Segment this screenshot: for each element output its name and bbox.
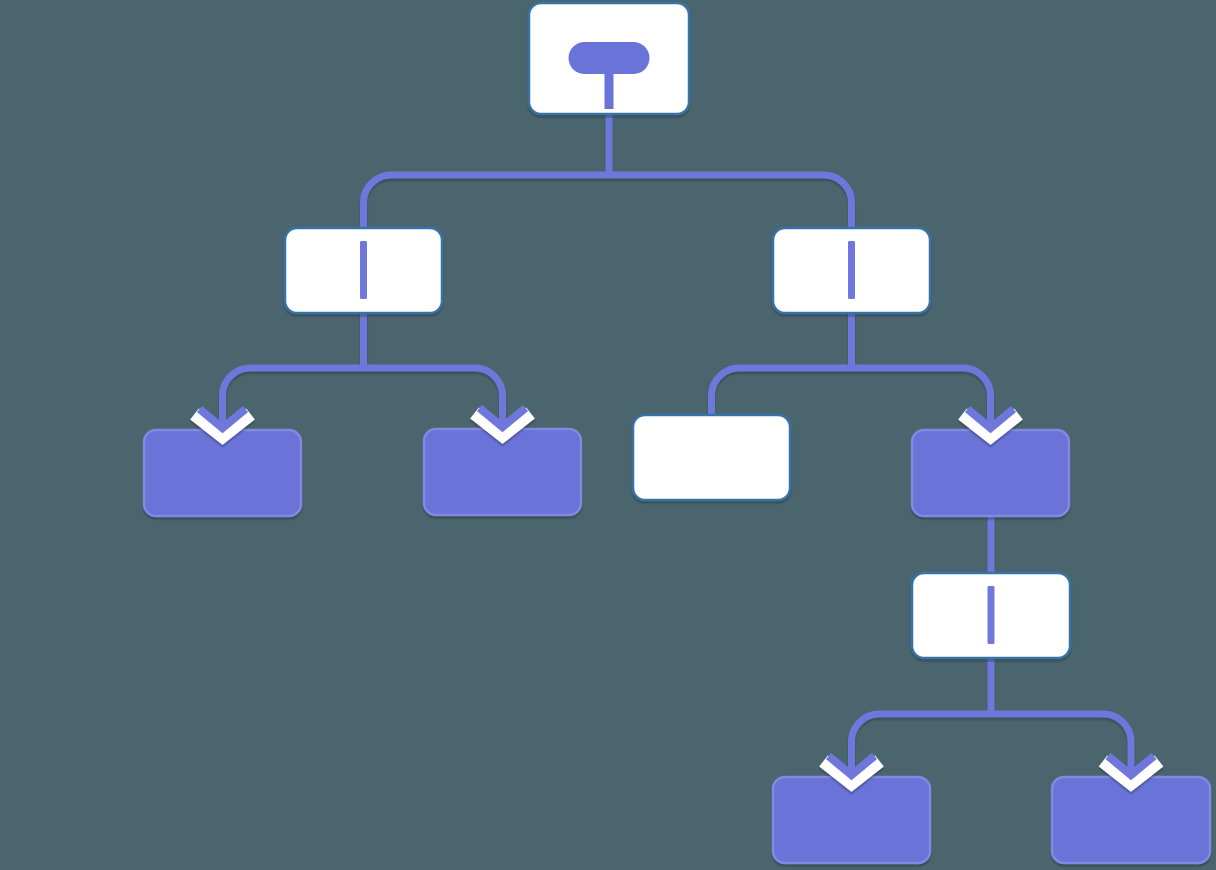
divider-line bbox=[360, 241, 367, 299]
connector-rail bbox=[219, 364, 506, 427]
card-plain-node[interactable] bbox=[631, 413, 792, 502]
chevron-down-arrow-icon bbox=[958, 405, 1023, 445]
label-pill bbox=[568, 42, 650, 74]
divider-line bbox=[848, 241, 855, 299]
pill-stem bbox=[604, 72, 614, 109]
chevron-white-stroke bbox=[958, 408, 1023, 445]
chevron-purple-stroke bbox=[476, 404, 529, 433]
chevron-down-arrow-icon bbox=[1098, 752, 1164, 792]
chevron-purple-stroke bbox=[825, 752, 878, 781]
node-layer bbox=[142, 1, 1212, 865]
chevron-white-stroke bbox=[1098, 755, 1164, 792]
chevron-purple-stroke bbox=[964, 405, 1017, 434]
chevron-white-stroke bbox=[190, 408, 255, 445]
chevron-white-stroke bbox=[819, 755, 884, 792]
chevron-white-stroke bbox=[470, 407, 535, 444]
chevron-down-arrow-icon bbox=[819, 752, 884, 792]
chevron-purple-stroke bbox=[1105, 752, 1157, 781]
arrow-layer bbox=[190, 404, 1164, 792]
chevron-purple-stroke bbox=[196, 405, 249, 434]
connector-rail bbox=[360, 171, 855, 231]
divider-line bbox=[987, 586, 995, 644]
connector-layer bbox=[219, 112, 1135, 774]
connector-rail bbox=[708, 364, 994, 427]
chevron-down-arrow-icon bbox=[470, 404, 535, 444]
connector-rail bbox=[848, 710, 1135, 774]
chevron-down-arrow-icon bbox=[190, 405, 255, 445]
